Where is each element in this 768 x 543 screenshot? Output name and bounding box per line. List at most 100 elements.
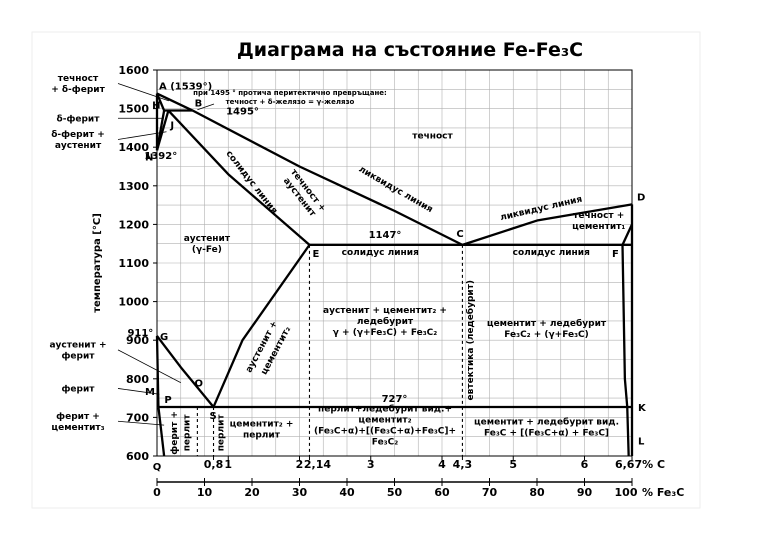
rotated-label: перлит (217, 414, 227, 452)
x-tick-label: 0 (153, 486, 161, 499)
rotated-label: перлит (182, 414, 192, 452)
rotated-label: евтектика (ледебурит) (465, 280, 476, 400)
y-tick-label: 1600 (118, 64, 149, 77)
side-label-leader (117, 420, 165, 426)
region-label-line: цементит₂ + (230, 419, 294, 429)
region-label-line: Fe₃C + [(Fe₃C+α) + Fe₃C] (484, 429, 609, 439)
region-label-line: цементит + ледебурит вид. (474, 417, 619, 428)
phase-line-GP (155, 335, 160, 408)
point-label-P: P (164, 395, 171, 406)
side-label: цементит₃ (51, 423, 104, 433)
peritectic-note: течност + δ-желязо = γ-желязо (226, 98, 355, 106)
x-tick-label: 80 (529, 486, 545, 499)
y-tick-label: 1000 (118, 296, 149, 309)
side-label: аустенит + (49, 340, 106, 350)
x-tick-label: 60 (434, 486, 450, 499)
y-tick-label: 1500 (118, 103, 149, 116)
region-label-line: γ + (γ+Fe₃C) + Fe₃C₂ (333, 328, 438, 338)
temperature-annotation: 1147° (369, 230, 402, 241)
point-label-E: E (312, 249, 319, 260)
carbon-tick-label: 2 (296, 458, 304, 471)
y-tick-label: 900 (126, 334, 149, 347)
temperature-annotation: 1495° (226, 106, 259, 117)
y-tick-label: 1400 (118, 141, 149, 154)
carbon-tick-label: 4 (438, 458, 446, 471)
y-tick-label: 600 (126, 450, 149, 463)
phase-line-solidus-AH (155, 93, 166, 111)
peritectic-note: при 1495 ° протича перитектично превръща… (193, 89, 387, 97)
phase-line-ES (212, 244, 311, 408)
region-label-line: цементит₂ (358, 416, 411, 426)
point-label-Q: Q (153, 462, 162, 473)
carbon-tick-label: 5 (509, 458, 517, 471)
region-label-line: (γ-Fe) (192, 245, 222, 255)
y-tick-label: 700 (126, 411, 149, 424)
point-label-J: J (169, 121, 174, 132)
carbon-tick-label: 6 (581, 458, 589, 471)
y-tick-label: 1100 (118, 257, 149, 270)
y-tick-label: 800 (126, 373, 149, 386)
x-tick-label: 50 (387, 486, 403, 499)
region-label-line: цементит + ледебурит (487, 318, 607, 329)
point-label-S: S (210, 411, 217, 422)
point-label-F: F (612, 249, 619, 260)
side-label: течност (58, 74, 99, 84)
point-label-G: G (160, 332, 168, 343)
x-tick-label: 10 (197, 486, 213, 499)
region-label-line: аустенит + цементит₂ + (323, 306, 447, 316)
side-label-leader (117, 349, 181, 384)
carbon-tick-label: 6,67% C (615, 458, 665, 471)
region-label: течност +цементит₁ (572, 211, 625, 232)
phase-line-solidus-JE (167, 109, 311, 246)
chart-title: Диаграма на състояние Fe-Fe₃C (237, 39, 583, 61)
region-label-line: Fe₃C₂ + (γ+Fe₃C) (504, 330, 589, 340)
phase-line-JN (155, 110, 170, 151)
side-label: аустенит (55, 141, 102, 151)
side-label: δ-ферит (57, 114, 101, 124)
x-tick-label: 40 (339, 486, 355, 499)
point-label-M: M (145, 387, 155, 398)
region-label-line: течност + (573, 211, 624, 221)
point-label-L: L (638, 437, 645, 448)
region-label: цементит₂ +перлит (230, 419, 294, 440)
region-label-line: перлит (243, 430, 281, 440)
region-label-line: аустенит (184, 234, 231, 244)
region-label-line: цементит₁ (572, 222, 625, 232)
region-label: аустенит(γ-Fe) (184, 234, 231, 255)
side-label: ферит (62, 384, 96, 394)
region-label-line: перлит+ледебурит вид.+ (318, 404, 452, 415)
phase-line-liquidus-BC (192, 109, 463, 246)
phase-line-liquidus-CD (462, 203, 633, 246)
region-label: течност (412, 132, 453, 142)
carbon-tick-label: 3 (367, 458, 375, 471)
region-label-line: солидус линия (342, 248, 419, 258)
temperature-annotation: 1392° (144, 151, 177, 162)
x-axis-label: % Fe₃C (642, 486, 684, 499)
peritectic-arrow (197, 103, 215, 111)
point-label-H: H (152, 101, 160, 112)
carbon-tick-label: 2,14 (304, 458, 331, 471)
phase-line-F-curve (621, 223, 634, 457)
side-label: ферит + (56, 412, 100, 422)
figure-frame (31, 31, 701, 509)
region-label-line: (Fe₃C+α)+[(Fe₃C+α)+Fe₃C]+ (314, 427, 456, 437)
side-label-leader (117, 83, 170, 102)
point-label-D: D (637, 192, 645, 203)
region-label-line: солидус линия (513, 248, 590, 258)
x-tick-label: 30 (292, 486, 308, 499)
carbon-tick-label: 4,3 (453, 458, 473, 471)
side-label: ферит (62, 351, 96, 361)
phase-line-PQ (157, 406, 166, 457)
x-tick-label: 70 (482, 486, 498, 499)
phase-lines (117, 83, 634, 457)
region-label-line: ледебурит (357, 316, 414, 327)
region-label: солидус линия (513, 248, 590, 258)
phase-line-GS (156, 335, 215, 408)
carbon-tick-label: 1 (224, 458, 232, 471)
point-label-C: C (456, 229, 463, 240)
x-tick-label: 90 (577, 486, 593, 499)
point-label-A: A (1539°) (159, 82, 212, 93)
